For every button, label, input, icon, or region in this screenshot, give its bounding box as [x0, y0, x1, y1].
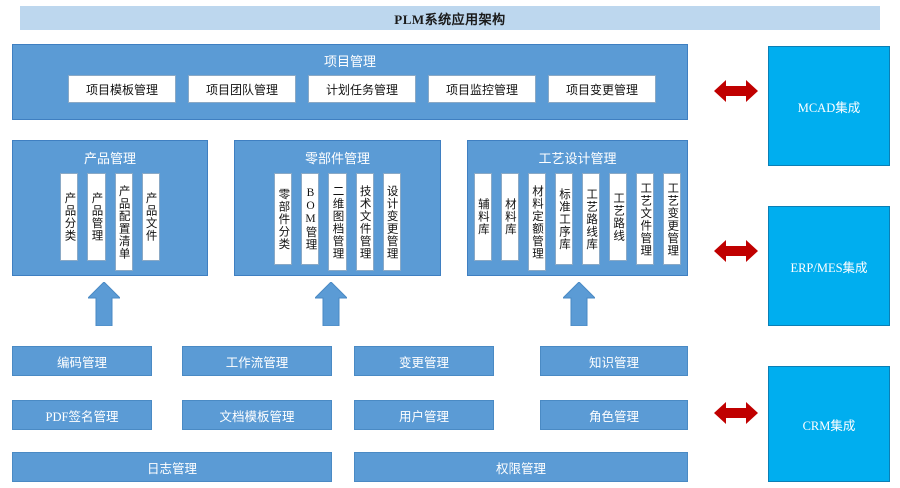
process-item-route[interactable]: 工艺路线	[609, 173, 628, 261]
parts-item-design-change[interactable]: 设计变更管理	[382, 173, 401, 271]
integration-panel-mcad[interactable]: MCAD集成	[768, 46, 890, 166]
panel-title-project-management: 项目管理	[323, 54, 376, 69]
process-item-aux-material-lib[interactable]: 辅料库	[473, 173, 492, 261]
page-title: PLM系统应用架构	[394, 11, 506, 27]
product-item-config-bom[interactable]: 产品配置清单	[114, 173, 133, 271]
project-item-monitor[interactable]: 项目监控管理	[428, 75, 536, 103]
integration-panel-erp-mes[interactable]: ERP/MES集成	[768, 206, 890, 326]
double-arrow-icon-crm	[714, 400, 758, 426]
product-item-documents[interactable]: 产品文件	[141, 173, 160, 261]
parts-item-2d-drawing[interactable]: 二维图档管理	[328, 173, 347, 271]
project-item-task-plan[interactable]: 计划任务管理	[308, 75, 416, 103]
project-item-change[interactable]: 项目变更管理	[548, 75, 656, 103]
integration-label-crm: CRM集成	[802, 418, 856, 433]
panel-project-management: 项目管理 项目模板管理 项目团队管理 计划任务管理 项目监控管理 项目变更管理	[12, 44, 688, 120]
double-arrow-icon-erp	[714, 238, 758, 264]
parts-item-bom[interactable]: BOM管理	[301, 173, 320, 265]
process-item-route-lib[interactable]: 工艺路线库	[582, 173, 601, 265]
panel-title-product-management: 产品管理	[83, 151, 136, 166]
diagram-title-bar: PLM系统应用架构	[20, 6, 880, 30]
parts-item-tech-doc[interactable]: 技术文件管理	[355, 173, 374, 271]
up-arrow-icon-parts	[315, 282, 347, 326]
product-management-item-list: 产品分类 产品管理 产品配置清单 产品文件	[13, 173, 207, 271]
service-tile-role-management[interactable]: 角色管理	[540, 400, 688, 430]
service-tile-user-management[interactable]: 用户管理	[354, 400, 494, 430]
parts-item-classification[interactable]: 零部件分类	[274, 173, 293, 265]
project-management-item-list: 项目模板管理 项目团队管理 计划任务管理 项目监控管理 项目变更管理	[68, 75, 656, 103]
double-arrow-icon-mcad	[714, 78, 758, 104]
process-item-doc-management[interactable]: 工艺文件管理	[636, 173, 655, 265]
product-item-management[interactable]: 产品管理	[87, 173, 106, 261]
product-item-classification[interactable]: 产品分类	[60, 173, 79, 261]
panel-product-management: 产品管理 产品分类 产品管理 产品配置清单 产品文件	[12, 140, 208, 276]
service-tile-code-management[interactable]: 编码管理	[12, 346, 152, 376]
panel-parts-management: 零部件管理 零部件分类 BOM管理 二维图档管理 技术文件管理 设计变更管理	[234, 140, 441, 276]
integration-panel-crm[interactable]: CRM集成	[768, 366, 890, 482]
process-item-standard-operation-lib[interactable]: 标准工序库	[554, 173, 573, 265]
up-arrow-icon-process	[563, 282, 595, 326]
service-tile-doc-template-management[interactable]: 文档模板管理	[182, 400, 332, 430]
project-item-team[interactable]: 项目团队管理	[188, 75, 296, 103]
service-tile-knowledge-management[interactable]: 知识管理	[540, 346, 688, 376]
panel-process-design-management: 工艺设计管理 辅料库 材料库 材料定额管理 标准工序库 工艺路线库 工艺路线 工…	[467, 140, 688, 276]
service-tile-change-management[interactable]: 变更管理	[354, 346, 494, 376]
panel-title-process-design-management: 工艺设计管理	[538, 151, 617, 166]
integration-label-mcad: MCAD集成	[797, 100, 861, 115]
process-item-material-lib[interactable]: 材料库	[500, 173, 519, 261]
parts-management-item-list: 零部件分类 BOM管理 二维图档管理 技术文件管理 设计变更管理	[235, 173, 440, 271]
service-tile-workflow-management[interactable]: 工作流管理	[182, 346, 332, 376]
service-tile-pdf-signature-management[interactable]: PDF签名管理	[12, 400, 152, 430]
service-tile-permission-management[interactable]: 权限管理	[354, 452, 688, 482]
process-management-item-list: 辅料库 材料库 材料定额管理 标准工序库 工艺路线库 工艺路线 工艺文件管理 工…	[468, 173, 687, 271]
service-tile-log-management[interactable]: 日志管理	[12, 452, 332, 482]
up-arrow-icon-product	[88, 282, 120, 326]
panel-title-parts-management: 零部件管理	[304, 151, 370, 166]
project-item-template[interactable]: 项目模板管理	[68, 75, 176, 103]
integration-label-erp-mes: ERP/MES集成	[790, 260, 868, 275]
process-item-change-management[interactable]: 工艺变更管理	[663, 173, 682, 265]
process-item-material-quota[interactable]: 材料定额管理	[527, 173, 546, 271]
